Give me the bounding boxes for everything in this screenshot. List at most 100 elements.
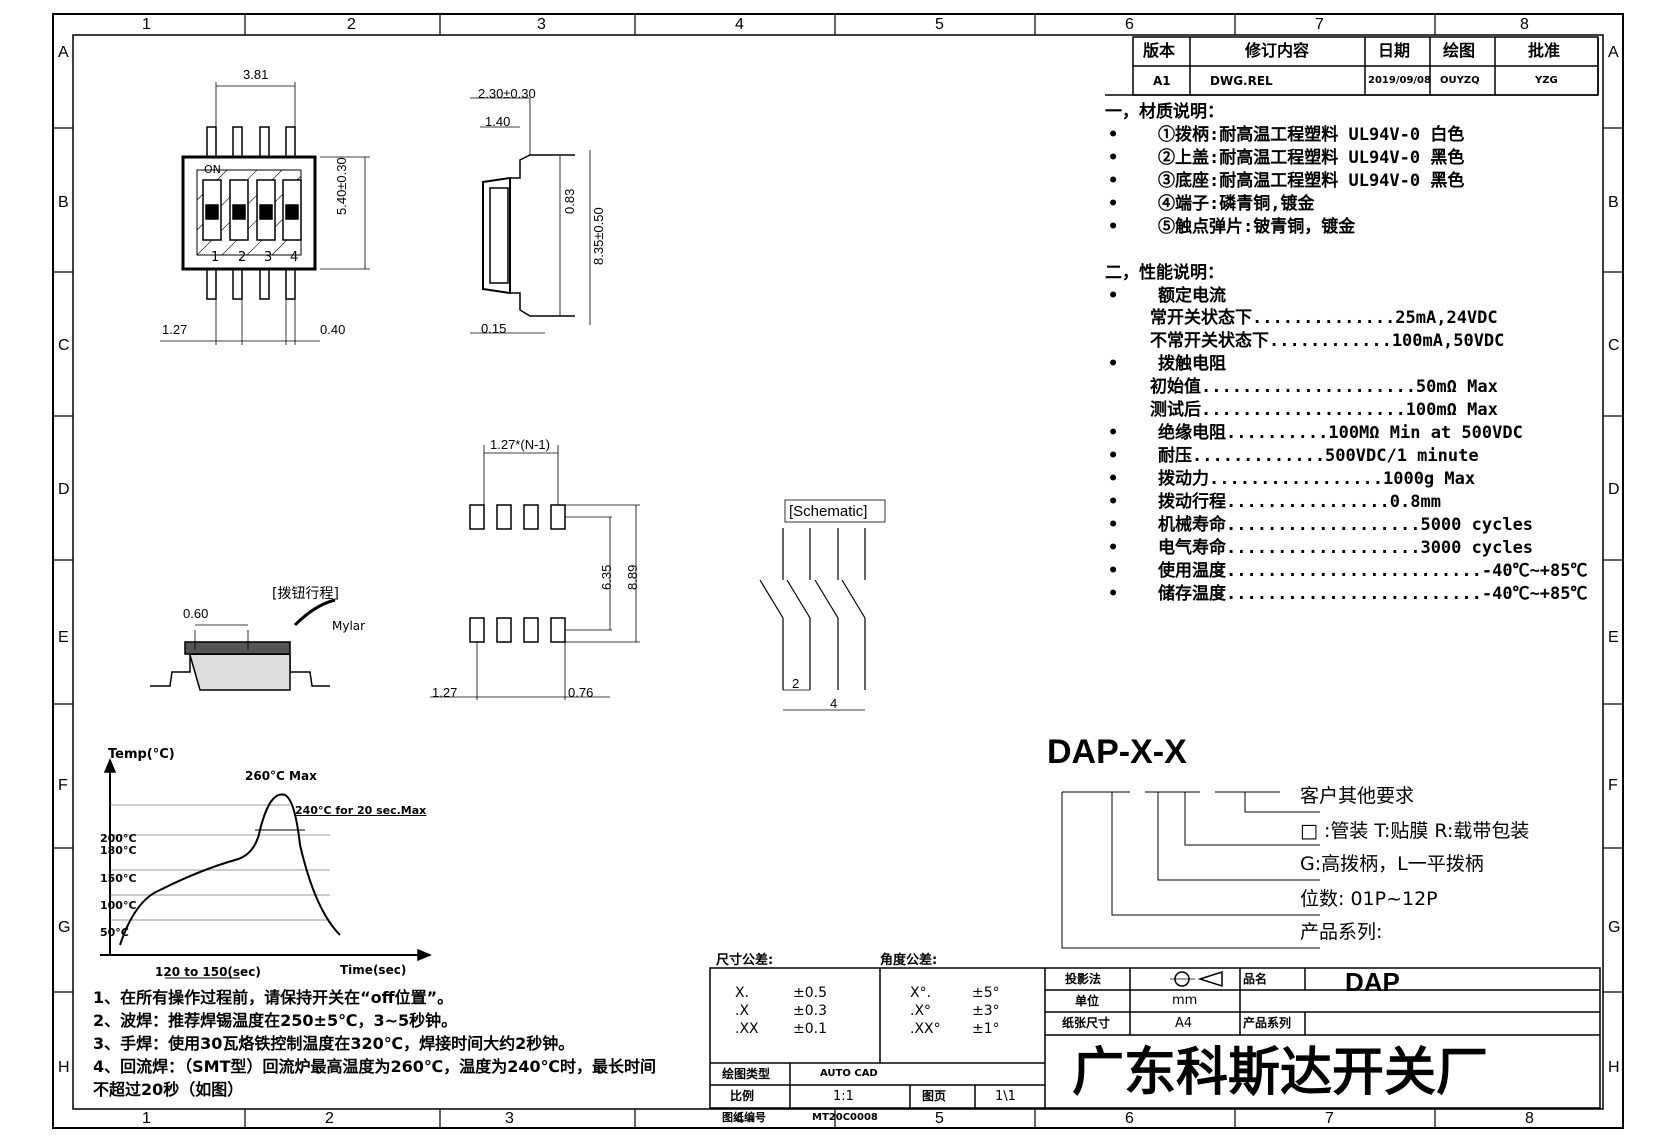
note-1: 1、在所有操作过程前，请保持开关在“off位置”。	[93, 988, 454, 1007]
rev-header-version: 版本	[1143, 41, 1176, 60]
top-view	[160, 82, 370, 345]
dim-3-81: 3.81	[243, 67, 269, 82]
grid-col-bottom-2: 2	[325, 1110, 334, 1127]
grid-col-bottom-3: 3	[505, 1110, 514, 1127]
inner-border	[72, 34, 1604, 1110]
company-name: 广东科斯达开关厂	[1072, 1043, 1489, 1103]
note-5: 不超过20秒（如图）	[93, 1080, 244, 1099]
reflow-temp-180: 180°C	[100, 844, 137, 857]
schematic-label: [Schematic]	[789, 503, 868, 520]
performance-bullet-5: •	[1108, 515, 1119, 535]
material-bullet-3: •	[1108, 171, 1119, 191]
projection-label: 投影法	[1065, 972, 1102, 986]
performance-bullet-1: •	[1108, 423, 1119, 443]
grid-row-a-right: A	[1608, 44, 1619, 61]
dim-tol-label: 尺寸公差:	[716, 953, 774, 968]
grid-row-g: G	[58, 919, 71, 936]
performance-item-7: 使用温度.........................-40℃~+85℃	[1158, 561, 1588, 581]
material-bullet-2: •	[1108, 148, 1119, 168]
performance-item-1: 绝缘电阻..........100MΩ Min at 500VDC	[1158, 423, 1523, 443]
performance-item-6: 电气寿命...................3000 cycles	[1158, 538, 1534, 558]
dim-tol-3-key: .XX	[735, 1021, 759, 1037]
scale-label: 比例	[730, 1089, 755, 1103]
dim-0-76: 0.76	[568, 685, 594, 700]
grid-row-c-right: C	[1608, 337, 1620, 354]
reflow-hold-label: 240°C for 20 sec.Max	[295, 804, 427, 817]
grid-col-4: 4	[735, 16, 744, 33]
grid-row-c: C	[58, 337, 70, 354]
dim-0-83: 0.83	[562, 188, 577, 214]
grid-col-bottom-7: 7	[1325, 1110, 1334, 1127]
reflow-chart	[100, 758, 432, 979]
ang-tol-3-key: .XX°	[910, 1021, 941, 1037]
rev-header-drawn: 绘图	[1443, 41, 1476, 60]
reflow-axis-x: Time(sec)	[340, 963, 407, 977]
paper-label: 纸张尺寸	[1062, 1016, 1111, 1030]
paper-value: A4	[1175, 1016, 1193, 1031]
grid-ticks	[53, 14, 1623, 1128]
grid-row-f: F	[58, 777, 68, 794]
dim-8-35: 8.35±0.50	[591, 207, 606, 265]
part-number-code: DAP-X-X	[1047, 733, 1187, 771]
pin-3: 3	[264, 250, 273, 265]
dim-pitch: 1.27*(N-1)	[490, 437, 550, 452]
schematic-dim-4: 4	[830, 696, 838, 711]
reflow-temp-200: 200°C	[100, 832, 137, 845]
footprint	[430, 445, 640, 700]
ang-tol-2-val: ±3°	[972, 1003, 1000, 1019]
performance-item-2: 耐压.............500VDC/1 minute	[1158, 446, 1479, 466]
grid-row-b: B	[58, 194, 69, 211]
rev-header-content: 修订内容	[1245, 41, 1310, 60]
grid-col-bottom-4: 4	[735, 1110, 744, 1127]
dim-1-40: 1.40	[485, 114, 511, 129]
cr-line-1: 初始值.....................50mΩ Max	[1150, 377, 1498, 397]
material-bullet-4: •	[1108, 194, 1119, 214]
grid-row-d-right: D	[1608, 481, 1620, 498]
performance-bullet-7: •	[1108, 561, 1119, 581]
rev-row-drawn: OUYZQ	[1440, 75, 1480, 86]
dim-tol-1-key: X.	[735, 985, 750, 1001]
dim-1-27-footprint: 1.27	[432, 685, 458, 700]
material-bullet-1: •	[1108, 125, 1119, 145]
grid-col-bottom-1: 1	[142, 1110, 151, 1127]
part-legend-5: 产品系列:	[1300, 921, 1383, 943]
dim-0-15: 0.15	[481, 321, 507, 336]
unit-label: 单位	[1075, 994, 1100, 1008]
performance-bullet-6: •	[1108, 538, 1119, 558]
pin-2: 2	[238, 250, 247, 265]
schematic-dim-2: 2	[792, 676, 800, 691]
dim-tol-1-val: ±0.5	[793, 985, 827, 1001]
performance-item-5: 机械寿命...................5000 cycles	[1158, 515, 1534, 535]
material-item-4: ④端子:磷青铜,镀金	[1158, 194, 1315, 214]
grid-row-e: E	[58, 629, 69, 646]
rev-row-date: 2019/09/08	[1368, 75, 1431, 86]
performance-item-3: 拨动力.................1000g Max	[1158, 469, 1476, 489]
dim-0-60: 0.60	[183, 606, 209, 621]
ang-tol-2-key: .X°	[910, 1003, 932, 1019]
part-legend-4: 位数: 01P~12P	[1300, 888, 1438, 910]
performance-bullet-3: •	[1108, 469, 1119, 489]
performance-bullet-2: •	[1108, 446, 1119, 466]
revision-table	[1105, 36, 1599, 96]
contact-resistance-label: 拨触电阻	[1158, 354, 1226, 374]
performance-item-8: 储存温度.........................-40℃~+85℃	[1158, 584, 1588, 604]
rev-row-approved: YZG	[1535, 75, 1558, 86]
grid-col-3: 3	[537, 16, 546, 33]
rated-line-1: 常开关状态下..............25mA,24VDC	[1150, 308, 1498, 328]
product-name-label: 品名	[1243, 972, 1268, 986]
ang-tol-1-val: ±5°	[972, 985, 1000, 1001]
grid-row-b-right: B	[1608, 194, 1619, 211]
grid-col-2: 2	[347, 16, 356, 33]
page-value: 1\1	[995, 1089, 1016, 1104]
dim-tol-2-val: ±0.3	[793, 1003, 827, 1019]
rated-line-2: 不常开关状态下............100mA,50VDC	[1150, 331, 1505, 351]
grid-col-bottom-5: 5	[935, 1110, 944, 1127]
grid-row-h-right: H	[1608, 1059, 1620, 1076]
material-bullet-5: •	[1108, 217, 1119, 237]
ang-tol-label: 角度公差:	[880, 953, 938, 968]
pin-4: 4	[290, 250, 299, 265]
reflow-duration: 120 to 150(sec)	[155, 965, 261, 979]
dim-5-40: 5.40±0.30	[334, 157, 349, 215]
dim-2-30: 2.30±0.30	[478, 86, 536, 101]
mylar-label: Mylar	[332, 619, 366, 633]
